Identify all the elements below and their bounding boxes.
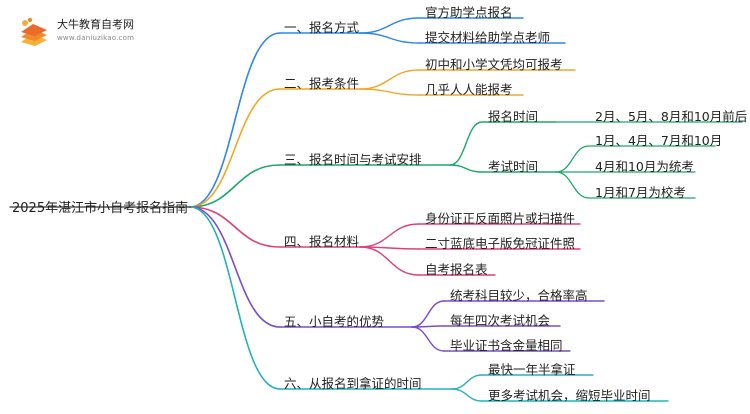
leaf-connector bbox=[411, 326, 445, 352]
subleaf-label: 4月和10月为统考 bbox=[595, 159, 694, 174]
subleaf-label: 1月和7月为校考 bbox=[595, 185, 686, 200]
leaf-connector bbox=[411, 300, 445, 328]
branch-connector bbox=[189, 206, 281, 248]
leaf-connector bbox=[359, 17, 420, 34]
leaf-connector bbox=[451, 388, 483, 402]
leaf-label: 每年四次考试机会 bbox=[450, 313, 551, 328]
leaf-connector bbox=[359, 246, 420, 276]
leaf-label: 报名时间 bbox=[488, 109, 539, 124]
branch-label: 三、报名时间与考试安排 bbox=[284, 152, 422, 167]
leaf-label: 官方助学点报名 bbox=[425, 5, 513, 20]
leaf-label: 考试时间 bbox=[488, 159, 539, 174]
branch-label: 五、小自考的优势 bbox=[284, 314, 385, 329]
branch-label: 二、报考条件 bbox=[284, 76, 360, 91]
leaf-label: 二寸蓝底电子版免冠证件照 bbox=[425, 236, 576, 251]
leaf-label: 几乎人人能报考 bbox=[425, 82, 513, 97]
subleaf-label: 2月、5月、8月和10月前后 bbox=[595, 109, 748, 124]
branch-connector bbox=[189, 206, 281, 328]
leaf-connector bbox=[359, 32, 420, 44]
leaf-label: 提交材料给助学点老师 bbox=[425, 30, 551, 45]
subleaf-connector bbox=[555, 171, 590, 199]
subleaf-label: 1月、4月、7月和10月 bbox=[595, 133, 723, 148]
branch-connector bbox=[189, 32, 281, 208]
leaf-connector bbox=[359, 88, 420, 96]
leaf-label: 毕业证书含金量相同 bbox=[450, 338, 563, 353]
branch-label: 四、报名材料 bbox=[284, 234, 360, 249]
leaf-connector bbox=[449, 164, 483, 173]
root-node-label: 2025年湛江市小自考报名指南 bbox=[12, 201, 189, 216]
leaf-label: 自考报名表 bbox=[425, 262, 488, 277]
subleaf-connector bbox=[555, 145, 590, 173]
branch-label: 六、从报名到拿证的时间 bbox=[284, 376, 422, 391]
leaf-label: 统考科目较少，合格率高 bbox=[450, 288, 588, 303]
leaf-label: 初中和小学文凭均可报考 bbox=[425, 57, 563, 72]
branch-label: 一、报名方式 bbox=[284, 20, 360, 35]
leaf-connector bbox=[359, 69, 420, 90]
leaf-connector bbox=[359, 223, 420, 248]
branch-connector bbox=[189, 164, 281, 208]
leaf-label: 身份证正反面照片或扫描件 bbox=[425, 211, 576, 226]
branch-connector bbox=[189, 88, 281, 208]
site-logo: 大牛教育自考网 www.daniuzikao.com bbox=[17, 14, 157, 50]
logo-url: www.daniuzikao.com bbox=[57, 34, 135, 42]
leaf-connector bbox=[449, 121, 483, 166]
leaf-label: 最快一年半拿证 bbox=[488, 362, 576, 377]
branch-connector bbox=[189, 206, 281, 390]
leaf-connector bbox=[451, 374, 483, 390]
leaf-label: 更多考试机会，缩短毕业时间 bbox=[488, 388, 651, 403]
book-stack-icon bbox=[21, 17, 47, 46]
logo-title: 大牛教育自考网 bbox=[57, 18, 134, 31]
